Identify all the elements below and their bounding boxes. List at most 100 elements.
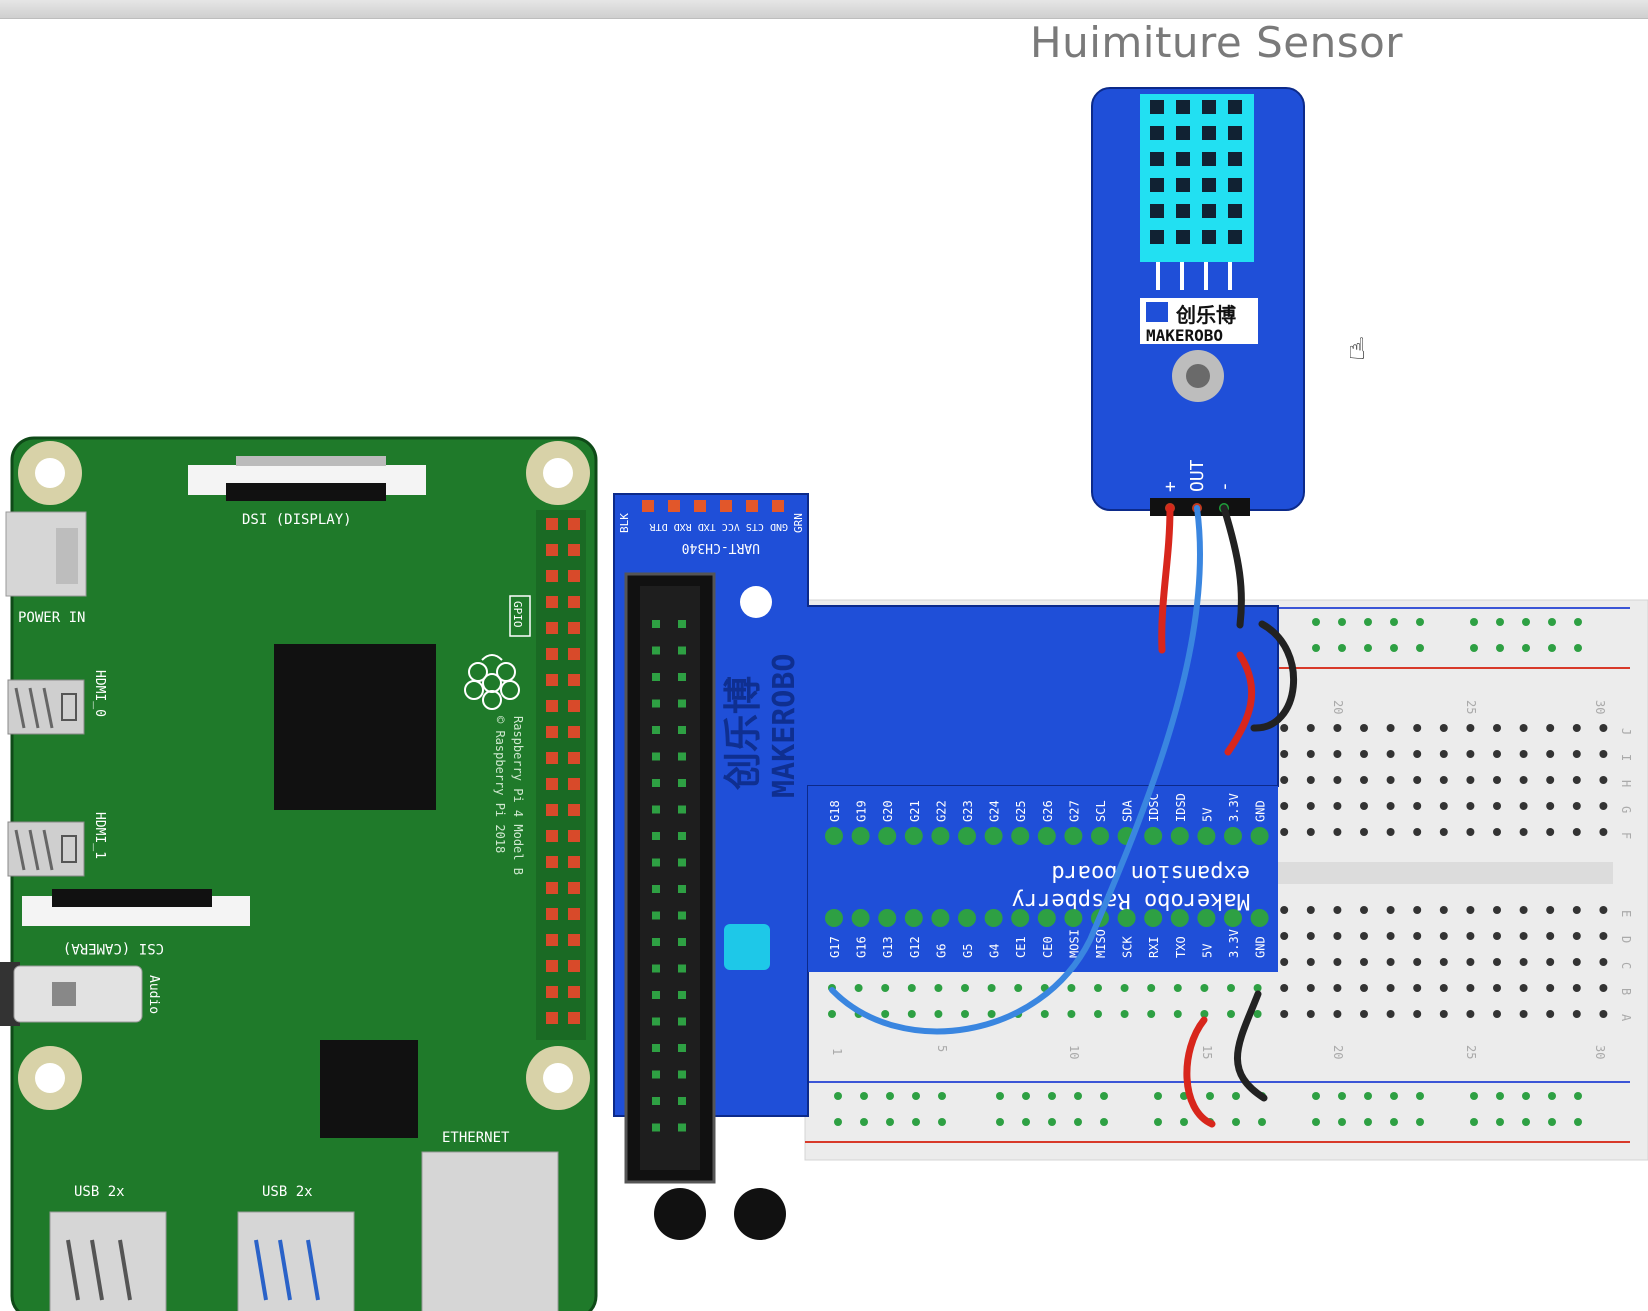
socket-pin: [678, 1017, 686, 1026]
socket-pin: [652, 858, 660, 867]
rail-hole: [1232, 1092, 1240, 1100]
expansion-pin-label: G21: [908, 800, 922, 822]
gpio-pin: [546, 674, 558, 686]
expansion-pin: [851, 827, 870, 845]
rail-hole: [1522, 644, 1530, 652]
bb-hole: [1280, 906, 1289, 914]
rail-hole: [1338, 618, 1346, 626]
rail-hole: [1496, 618, 1504, 626]
socket-pin: [652, 673, 660, 681]
socket-pin: [652, 1097, 660, 1105]
rail-hole: [1496, 1118, 1504, 1126]
rail-hole: [834, 1118, 842, 1126]
wire-gnd-black[interactable]: [1220, 504, 1245, 629]
bb-hole: [1333, 802, 1342, 810]
bb-hole: [1360, 828, 1368, 836]
bb-hole: [1546, 984, 1555, 992]
bb-hole: [1413, 724, 1422, 732]
wire-rail-jumper-red[interactable]: [1224, 651, 1256, 756]
rail-hole: [860, 1092, 868, 1100]
rail-hole: [1338, 1092, 1346, 1100]
bb-hole: [1280, 750, 1289, 758]
socket-pin: [678, 911, 686, 920]
rail-hole: [1470, 618, 1478, 626]
wire-bottom-red[interactable]: [1183, 1016, 1216, 1128]
grille-hole: [1202, 230, 1216, 244]
bb-hole: [1572, 828, 1581, 836]
audio-jack: [0, 962, 143, 1026]
sensor-pin-out: OUT: [1187, 459, 1208, 492]
bb-hole: [907, 984, 916, 992]
socket-pin: [652, 1070, 660, 1079]
bb-hole: [1333, 906, 1342, 914]
rail-hole: [1496, 644, 1504, 652]
socket-pin: [652, 832, 660, 840]
rail-hole: [1100, 1092, 1108, 1100]
uart-pin: [668, 500, 680, 512]
power-in-label: POWER IN: [18, 610, 85, 626]
expansion-pin-label: CE1: [1014, 936, 1028, 958]
uart-pin: [642, 500, 654, 512]
rail-hole: [1258, 1118, 1266, 1126]
wire-vcc-red[interactable]: [1158, 504, 1174, 654]
rail-hole: [1338, 644, 1346, 652]
rail-hole: [1364, 1092, 1372, 1100]
expansion-pin-label: G16: [855, 936, 869, 958]
bb-hole: [1493, 802, 1501, 810]
expansion-pin: [851, 909, 870, 927]
gpio-pin: [546, 830, 558, 842]
gpio-pin: [568, 908, 580, 920]
gpio-pin: [568, 700, 580, 712]
bb-hole: [1067, 984, 1076, 992]
wires[interactable]: [829, 504, 1297, 1128]
grille-hole: [1176, 230, 1190, 244]
rail-hole: [1548, 1118, 1556, 1126]
expansion-pin: [1037, 909, 1056, 927]
wire-signal-blue[interactable]: [829, 505, 1203, 1035]
bb-hole: [854, 984, 863, 992]
humiture-sensor-module[interactable]: 创乐博 MAKEROBO + OUT -: [1091, 87, 1305, 516]
gpio-pin: [546, 960, 558, 972]
socket-pin: [652, 1123, 660, 1132]
gpio-pin: [546, 986, 558, 998]
expansion-pin: [931, 827, 950, 845]
expansion-pin: [878, 909, 897, 927]
socket-pin: [652, 911, 660, 920]
sensor-logo-icon: [1146, 302, 1168, 322]
sensor-brand-cn: 创乐博: [1175, 303, 1236, 327]
uart-brand-cn: 创乐博: [721, 676, 765, 790]
bb-hole: [881, 1010, 890, 1018]
grille-hole: [1176, 178, 1190, 192]
c5v-label: C5V: [744, 1242, 770, 1258]
gpio-pin: [546, 908, 558, 920]
bb-hole: [1386, 828, 1395, 836]
expansion-pin-label: G19: [855, 800, 869, 822]
gpio-label: GPIO: [511, 601, 524, 628]
wire-rail-jumper-black[interactable]: [1250, 620, 1297, 732]
rail-hole: [834, 1092, 842, 1100]
sensor-pin-plus: +: [1160, 481, 1181, 492]
hand-cursor-icon: ☝: [1348, 332, 1367, 367]
expansion-pin-label: SCL: [1094, 800, 1108, 822]
gpio-pins: [546, 518, 580, 1024]
wire-bottom-black[interactable]: [1234, 990, 1268, 1102]
bb-hole: [1439, 750, 1448, 758]
gpio-pin: [546, 934, 558, 946]
bb-hole: [1173, 1010, 1182, 1018]
bb-hole: [1572, 750, 1581, 758]
raspberry-pi-board[interactable]: DSI (DISPLAY) POWER IN HDMI_0 HDMI_1: [0, 436, 598, 1311]
bb-hole: [1333, 828, 1342, 836]
bb-hole: [1519, 724, 1528, 732]
bb-hole: [1599, 828, 1608, 836]
bb-hole: [1120, 984, 1129, 992]
uart-expansion-board[interactable]: BLK GRN GND CTS VCC TXD RXD DTR UART-CH3…: [613, 493, 1279, 1258]
socket-pin: [652, 805, 660, 814]
socket-pin: [678, 779, 686, 787]
bb-hole: [1599, 906, 1608, 914]
bb-hole: [1546, 1010, 1555, 1018]
bb-hole: [1386, 776, 1395, 784]
dsi-label: DSI (DISPLAY): [242, 512, 352, 528]
expansion-line1: expansion board: [1051, 860, 1250, 885]
bb-hole: [1333, 776, 1342, 784]
rail-hole: [1548, 1092, 1556, 1100]
